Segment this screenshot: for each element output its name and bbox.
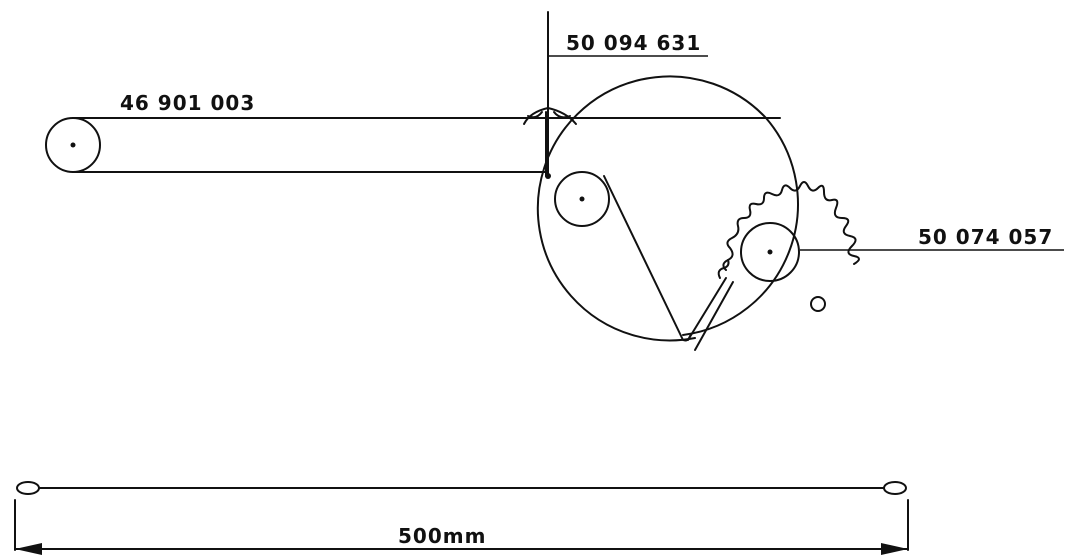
label-part-right: 50 074 057 xyxy=(918,225,1053,249)
label-part-left: 46 901 003 xyxy=(120,91,255,115)
feed-wire-inner-2 xyxy=(687,277,727,341)
straight-wire xyxy=(16,481,907,495)
feed-wire-outer xyxy=(603,175,691,342)
feed-wire-inner xyxy=(694,281,734,351)
coil-spring xyxy=(717,181,860,312)
reel-hub xyxy=(740,222,800,282)
small-roller xyxy=(554,171,610,227)
large-reel xyxy=(536,75,799,342)
label-part-top: 50 094 631 xyxy=(566,31,701,55)
dimension-line xyxy=(14,499,909,555)
dimension-label: 500mm xyxy=(398,524,486,548)
left-roller xyxy=(45,117,101,173)
